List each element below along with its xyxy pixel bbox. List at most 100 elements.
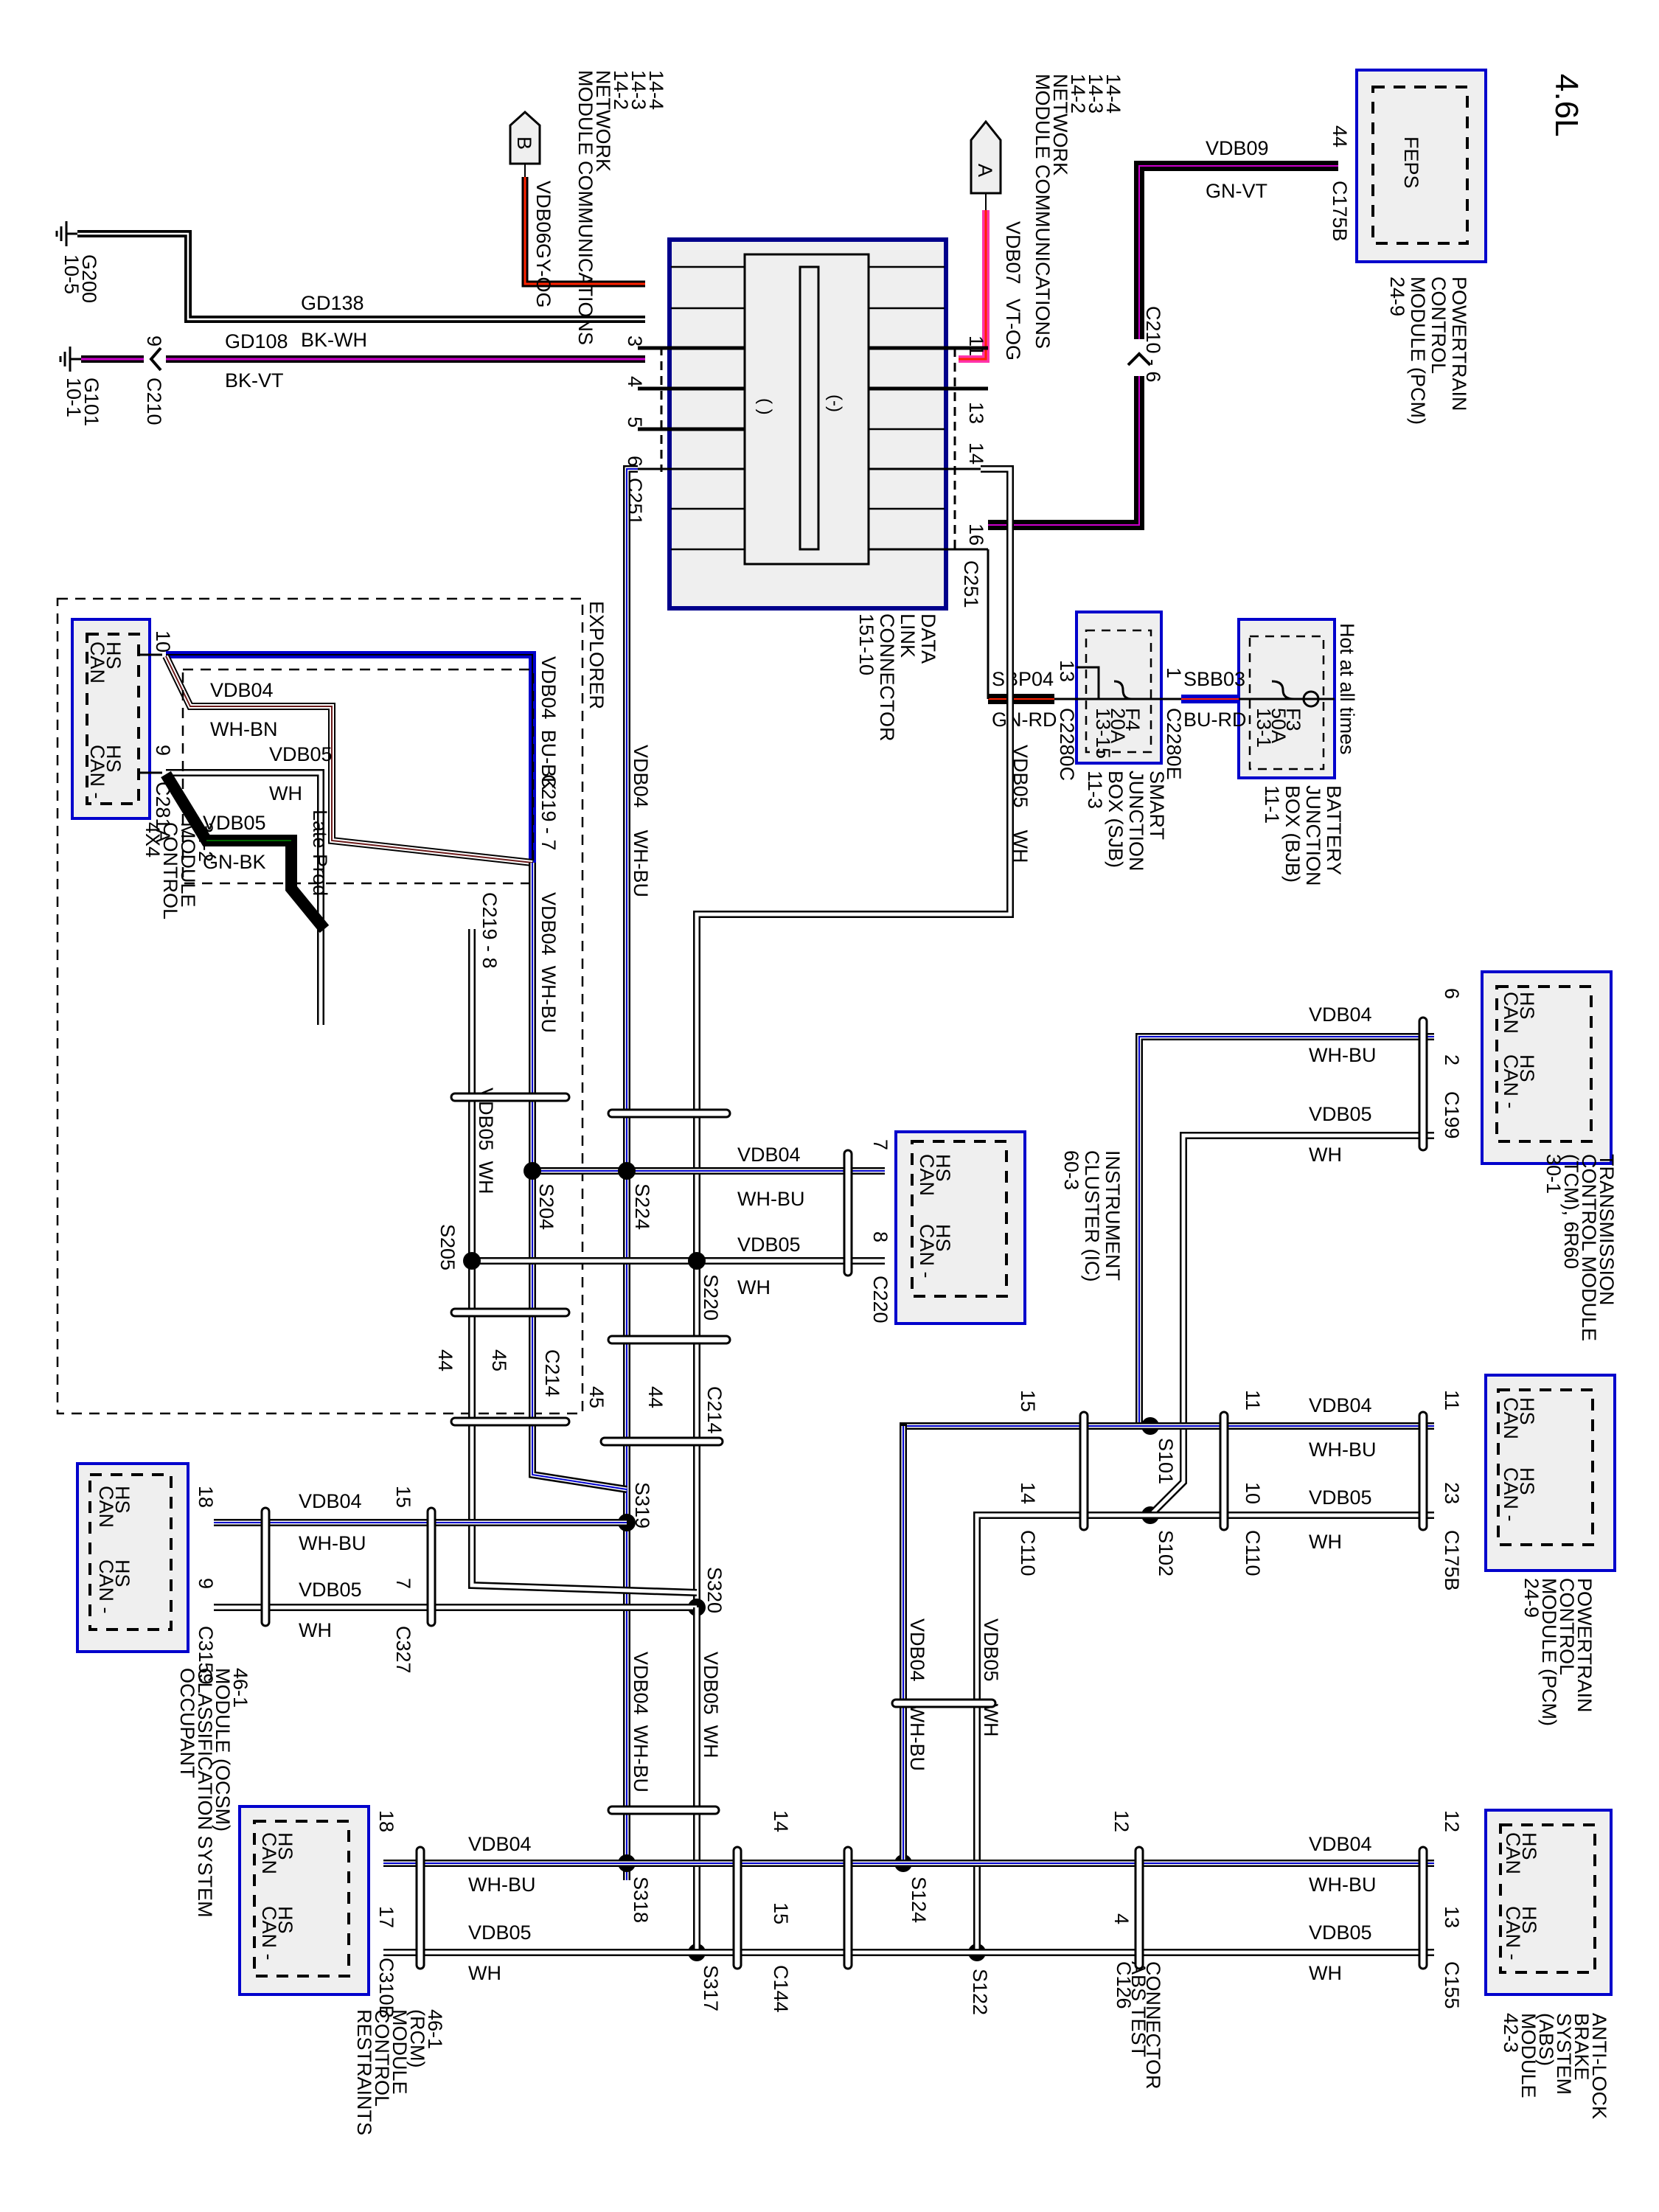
- svg-text:BOX (BJB): BOX (BJB): [1281, 785, 1304, 883]
- abs-pin-hi: 12: [1441, 1810, 1463, 1832]
- svg-text:BRAKE: BRAKE: [1571, 2013, 1593, 2081]
- vdb04-whbn-color: WH-BN: [210, 718, 277, 740]
- instrument-cluster[interactable]: HS CAN HS CAN -: [894, 1130, 1026, 1325]
- vdb07-color: VT-OG: [1002, 299, 1024, 361]
- svg-text:CONNECTOR: CONNECTOR: [1142, 1961, 1164, 2090]
- svg-text:S102: S102: [1155, 1530, 1177, 1576]
- vdb04-c110-label: VDB04WH-BU: [906, 1618, 928, 1771]
- feps-module[interactable]: FEPS POWERTRAIN CONTROL MODULE (PCM) 24-…: [1355, 69, 1487, 425]
- c214-right-pin44: 44: [644, 1386, 667, 1408]
- ground-g200-icon: [55, 221, 77, 246]
- svg-text:13: 13: [965, 402, 987, 424]
- svg-text:B: B: [513, 136, 535, 150]
- c327-pin15: 15: [392, 1486, 414, 1508]
- occupant-classification-module[interactable]: HS CAN HS CAN -: [76, 1462, 189, 1653]
- fourx4-control-module[interactable]: HS CAN HS CAN -: [71, 618, 151, 820]
- vdb05-tcm-circuit: VDB05: [1309, 1103, 1372, 1125]
- svg-text:POWERTRAIN: POWERTRAIN: [1573, 1578, 1596, 1713]
- svg-text:JUNCTION: JUNCTION: [1302, 785, 1324, 886]
- late-prod-label: Late Prod: [309, 810, 331, 896]
- svg-text:G101: G101: [80, 378, 102, 426]
- svg-text:60-3: 60-3: [1060, 1150, 1082, 1190]
- vdb06-circuit: VDB06: [532, 181, 554, 244]
- vdb05-ocsm-circuit: VDB05: [299, 1579, 362, 1601]
- vdb04-rcm-circuit: VDB04: [468, 1833, 532, 1855]
- svg-text:151-10: 151-10: [855, 613, 877, 675]
- splice-labels: S204 S224 S205 S220 S319 S320 S101 S102 …: [437, 1183, 1177, 2015]
- svg-text:RESTRAINTS: RESTRAINTS: [353, 2009, 375, 2135]
- battery-junction-box[interactable]: F3 50A 13-1: [1237, 618, 1336, 779]
- svg-text:14-2: 14-2: [610, 70, 632, 110]
- svg-text:10-1: 10-1: [63, 378, 85, 417]
- svg-text:C126: C126: [1113, 1961, 1135, 2009]
- svg-text:CLASSIFICATION SYSTEM: CLASSIFICATION SYSTEM: [194, 1668, 216, 1918]
- svg-text:S122: S122: [969, 1969, 991, 2015]
- restraints-control-module[interactable]: HS CAN HS CAN -: [238, 1805, 370, 1996]
- svg-text:S317: S317: [700, 1965, 722, 2011]
- svg-text:CAN -: CAN -: [1500, 1467, 1522, 1522]
- svg-text:4X4: 4X4: [142, 822, 164, 858]
- mcn-a-title: MODULE COMMUNICATIONS NETWORK 14-2 14-3 …: [1032, 74, 1124, 349]
- svg-text:HS: HS: [111, 1486, 133, 1514]
- dlc-connector-right: C251: [960, 560, 982, 608]
- twisted-pair-markers: [260, 1016, 1428, 1970]
- vdb04-bottom-label: VDB04WH-BU: [630, 1652, 652, 1792]
- svg-text:POWERTRAIN: POWERTRAIN: [1448, 276, 1470, 411]
- ocsm-title: OCCUPANT CLASSIFICATION SYSTEM MODULE (O…: [176, 1668, 251, 1918]
- svg-text:CAN: CAN: [258, 1832, 280, 1874]
- smart-junction-box[interactable]: F4 20A 13-15: [1075, 611, 1181, 765]
- svg-text:30-1: 30-1: [1543, 1154, 1565, 1194]
- splice-s205: [463, 1252, 481, 1270]
- svg-text:MODULE: MODULE: [1517, 2013, 1540, 2098]
- vdb04-ic-color: WH-BU: [737, 1188, 804, 1210]
- vdb06-color: GY-OG: [532, 243, 554, 308]
- abs-module[interactable]: HS CAN HS CAN -: [1484, 1809, 1613, 1996]
- vdb04-ocsm-circuit: VDB04: [299, 1490, 362, 1512]
- rcm-pin-lo: 17: [375, 1906, 397, 1928]
- sjb-pin-in: 1: [1163, 667, 1185, 678]
- svg-text:S220: S220: [700, 1274, 722, 1321]
- svg-text:(ABS): (ABS): [1535, 2013, 1557, 2066]
- ocsm-pin-lo: 9: [195, 1578, 217, 1589]
- c214-right-pin45: 45: [585, 1386, 608, 1408]
- ground-g101-icon: [59, 347, 81, 372]
- svg-text:HS: HS: [102, 641, 125, 669]
- c214-left-pin45: 45: [488, 1349, 510, 1371]
- engine-label: 4.6L: [1548, 74, 1585, 137]
- wire-vdb05-dlc: [693, 465, 1014, 1630]
- svg-text:CONTROL: CONTROL: [159, 822, 181, 919]
- svg-text:G200: G200: [78, 254, 100, 303]
- data-link-connector[interactable]: ( ) (-): [638, 237, 988, 611]
- svg-text:14: 14: [965, 442, 987, 465]
- svg-text:S124: S124: [908, 1877, 930, 1923]
- vdb04-explorer-label: VDB04WH-BU: [538, 892, 560, 1033]
- svg-text:MODULE: MODULE: [389, 2009, 411, 2095]
- transmission-control-module[interactable]: HS CAN HS CAN -: [1481, 970, 1613, 1165]
- fuse-f3-icon: [1271, 680, 1295, 700]
- mcn-b-title: MODULE COMMUNICATIONS NETWORK 14-2 14-3 …: [574, 70, 667, 345]
- vdb05-explorer-label: VDB05WH: [475, 1088, 497, 1194]
- c210-label: C210: [143, 378, 165, 425]
- c327-label: C327: [392, 1626, 414, 1674]
- svg-text:HS: HS: [1518, 1906, 1540, 1934]
- vdb05-dlc-label: VDB05WH: [1009, 745, 1032, 863]
- vdb05-tcm-color: WH: [1309, 1144, 1342, 1166]
- powertrain-control-module[interactable]: HS CAN HS CAN -: [1484, 1374, 1616, 1572]
- vdb05-pcm-circuit: VDB05: [1309, 1486, 1372, 1509]
- svg-text:BOX (SJB): BOX (SJB): [1105, 771, 1127, 868]
- vdb05-rcm-color: WH: [468, 1962, 501, 1984]
- mcn-a-module[interactable]: A MODULE COMMUNICATIONS NETWORK 14-2 14-…: [970, 74, 1124, 349]
- mcn-b-module[interactable]: B MODULE COMMUNICATIONS NETWORK 14-2 14-…: [509, 70, 667, 345]
- svg-text:MODULE: MODULE: [177, 822, 199, 908]
- c110-right-pin10: 10: [1242, 1482, 1264, 1504]
- svg-text:MODULE (PCM): MODULE (PCM): [1407, 276, 1429, 425]
- svg-text:DATA: DATA: [917, 613, 939, 664]
- svg-text:CAN: CAN: [95, 1486, 117, 1528]
- svg-text:4: 4: [624, 376, 646, 387]
- sbp04-circuit: SBP04: [992, 668, 1054, 690]
- ocsm-pin-hi: 18: [195, 1486, 217, 1508]
- svg-text:13-15: 13-15: [1092, 708, 1114, 759]
- svg-text:CAN -: CAN -: [1502, 1906, 1524, 1961]
- vdb04-tcm-color: WH-BU: [1309, 1044, 1376, 1066]
- svg-text:14-2: 14-2: [1067, 74, 1089, 114]
